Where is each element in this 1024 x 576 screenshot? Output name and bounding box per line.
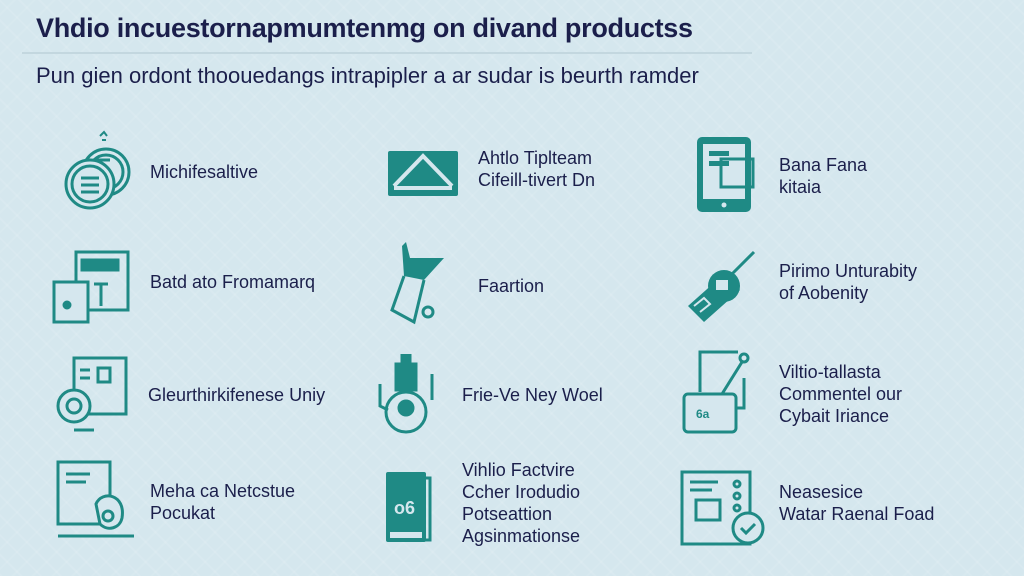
forms-icon <box>52 250 132 324</box>
document-hand-icon <box>56 460 136 540</box>
pen-card-icon: 6a <box>682 348 758 436</box>
book-icon: o6 <box>386 472 432 542</box>
bird-figure-icon <box>384 242 444 326</box>
monitor-gear-icon <box>50 356 132 436</box>
tablet-document-icon <box>697 137 755 212</box>
roof-house-icon <box>388 151 458 196</box>
item-label: Batd ato Fromamarq <box>150 272 316 292</box>
item-label: Gleurthirkifenese Uniy <box>148 385 326 405</box>
checklist-icon <box>680 470 768 552</box>
bottle-icon <box>374 354 450 436</box>
svg-text:6a: 6a <box>696 407 710 421</box>
item-label: Frie-Ve Ney Woel <box>462 385 603 405</box>
usb-key-icon <box>688 250 758 322</box>
item-label: Michifesaltive <box>150 162 259 182</box>
page-subtitle: Pun gien ordont thoouedangs intrapipler … <box>36 63 699 88</box>
page-title: Vhdio incuestornapmumtenmg on divand pro… <box>36 13 693 43</box>
svg-text:o6: o6 <box>394 498 415 518</box>
item-label: Faartion <box>478 276 545 296</box>
coins-icon <box>62 128 134 216</box>
title-divider <box>22 52 752 54</box>
